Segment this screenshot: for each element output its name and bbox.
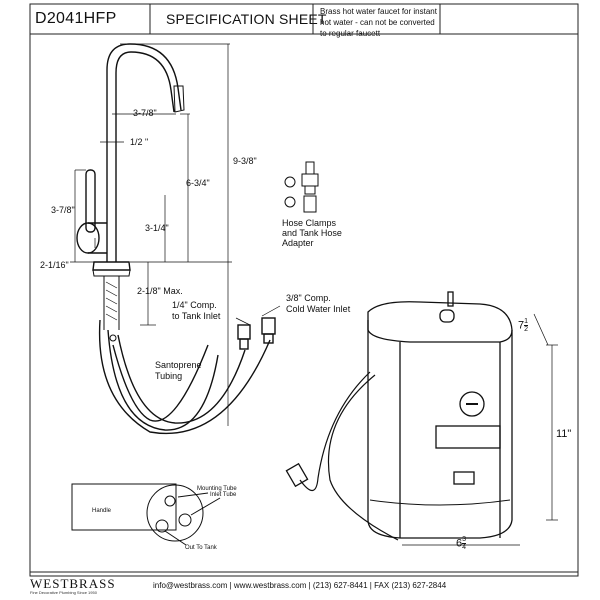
- dim-spout-diameter: 1/2 ": [130, 137, 149, 147]
- label-cold-inlet: 3/8" Comp. Cold Water Inlet: [286, 293, 350, 315]
- label-tubing: Santoprene Tubing: [155, 360, 202, 382]
- dim-total-height: 9-3/8": [233, 156, 257, 166]
- label-hose-clamps: Hose Clamps and Tank Hose Adapter: [282, 218, 342, 248]
- label-handle: Handle: [92, 508, 112, 514]
- label-tank-inlet: 1/4" Comp. to Tank Inlet: [172, 300, 220, 322]
- hose-clamp-drawing: [284, 161, 319, 213]
- dim-spout-height: 6-3/4": [186, 178, 210, 188]
- sheet-title: SPECIFICATION SHEET: [166, 11, 327, 27]
- label-tubing-line2: Tubing: [155, 371, 183, 381]
- label-cold-inlet-line2: Cold Water Inlet: [286, 304, 351, 314]
- dimension-lines: [70, 43, 281, 426]
- label-hose-line1: Hose Clamps: [282, 218, 337, 228]
- label-mounting-tube: Mounting Tube: [197, 486, 237, 492]
- label-tubing-line1: Santoprene: [155, 360, 202, 370]
- dim-tank-width-whole: 6: [456, 537, 463, 550]
- label-out-to-tank: Out To Tank: [185, 545, 217, 551]
- dim-tank-depth-den: 2: [524, 326, 529, 333]
- label-tank-inlet-line1: 1/4" Comp.: [172, 300, 217, 310]
- label-hose-line3: Adapter: [282, 238, 314, 248]
- model-number: D2041HFP: [35, 10, 117, 27]
- brand-tagline: Fine Decorative Plumbing Since 1950: [30, 590, 97, 595]
- label-inlet-tube: Inlet Tube: [210, 492, 237, 498]
- dim-shank: 2-1/8" Max.: [137, 286, 183, 296]
- label-tank-inlet-line2: to Tank Inlet: [172, 311, 221, 321]
- dim-tank-width-den: 4: [462, 544, 467, 551]
- dim-base-diameter: 2-1/16": [40, 260, 69, 270]
- tank-drawing: [285, 291, 513, 541]
- dim-tank-depth-num: 1: [524, 318, 529, 326]
- label-cold-inlet-line1: 3/8" Comp.: [286, 293, 331, 303]
- dim-tank-width-num: 3: [462, 536, 467, 544]
- label-hose-line2: and Tank Hose: [282, 228, 342, 238]
- tank-dimension-lines: [402, 313, 558, 546]
- brand-logo: WESTBRASS: [30, 576, 116, 591]
- contact-info: info@westbrass.com | www.westbrass.com |…: [153, 581, 447, 590]
- dim-tank-depth-whole: 7: [518, 319, 525, 332]
- dim-body-height: 3-1/4": [145, 223, 169, 233]
- faucet-base-diagram: [71, 483, 221, 546]
- dim-handle-height: 3-7/8": [51, 205, 75, 215]
- dim-spout-reach: 3-7/8": [133, 108, 157, 118]
- frame: [29, 3, 579, 577]
- dim-tank-height: 11": [556, 428, 572, 440]
